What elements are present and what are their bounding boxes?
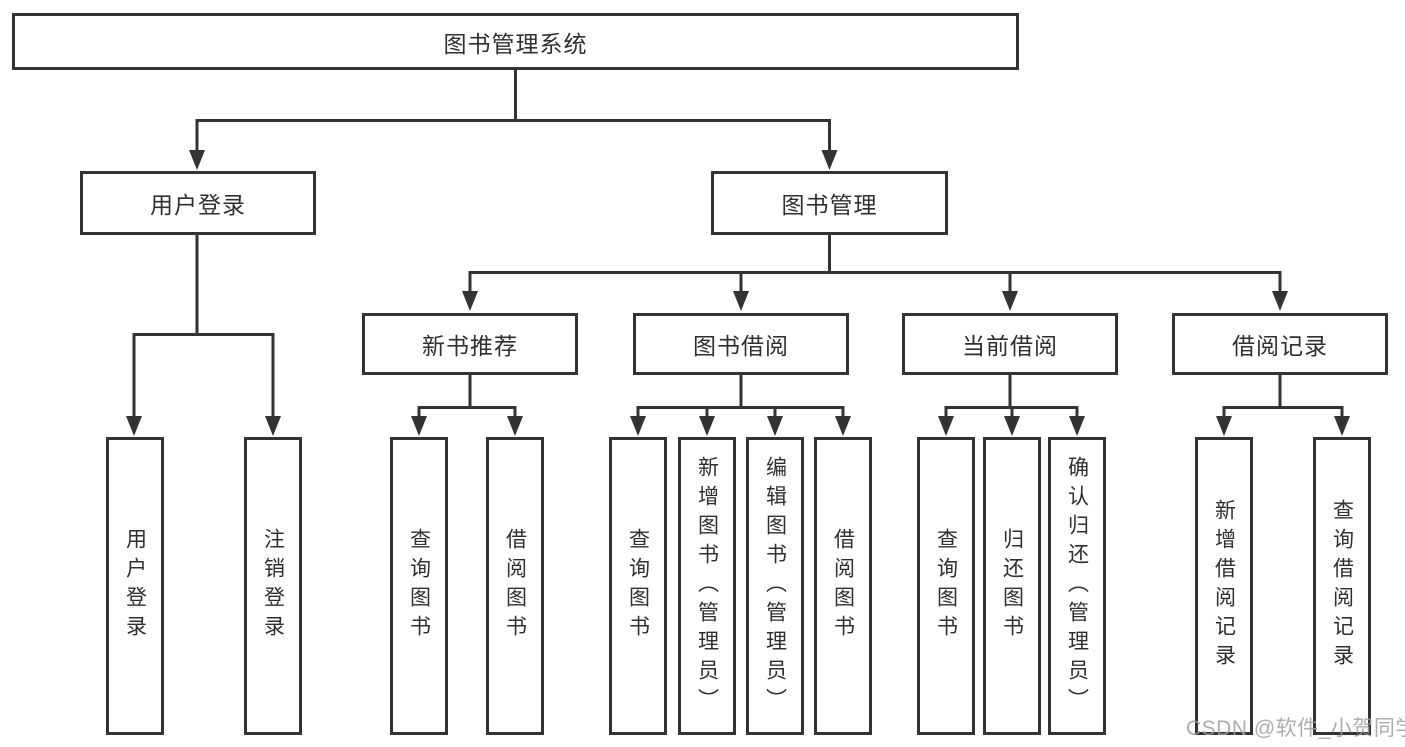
- node-user-login-label: 用户登录: [150, 192, 246, 218]
- node-book-management-label: 图书管理: [781, 192, 878, 218]
- leaf-add-book-admin-label: 新增图书（管理员）: [695, 455, 719, 717]
- node-user-login: 用户登录: [80, 171, 316, 235]
- leaf-borrow-books: 借阅图书: [814, 437, 872, 735]
- leaf-query-books-recommend: 查询图书: [390, 437, 448, 735]
- connector-current-borrow-to-leaves: [944, 375, 1079, 418]
- leaf-add-borrow-record-label: 新增借阅记录: [1212, 499, 1236, 673]
- leaf-query-books-borrow: 查询图书: [609, 437, 667, 735]
- node-root: 图书管理系统: [12, 13, 1019, 70]
- csdn-watermark: CSDN @软件_小贺同学: [1186, 717, 1405, 740]
- leaf-query-books-borrow-label: 查询图书: [626, 528, 650, 644]
- leaf-confirm-return-admin: 确认归还（管理员）: [1048, 437, 1106, 735]
- leaf-query-borrow-record-label: 查询借阅记录: [1330, 499, 1354, 673]
- leaf-query-books-current-label: 查询图书: [934, 528, 958, 644]
- leaf-edit-book-admin: 编辑图书（管理员）: [746, 437, 804, 735]
- leaf-logout-label: 注销登录: [261, 528, 285, 644]
- leaf-return-books: 归还图书: [983, 437, 1041, 735]
- leaf-borrow-books-label: 借阅图书: [831, 528, 855, 644]
- node-borrow-records-label: 借阅记录: [1232, 333, 1328, 359]
- node-new-book-recommend-label: 新书推荐: [422, 333, 518, 359]
- leaf-logout: 注销登录: [244, 437, 302, 735]
- leaf-query-books-recommend-label: 查询图书: [407, 528, 431, 644]
- node-book-borrow-label: 图书借阅: [693, 333, 789, 359]
- connector-book-borrow-to-leaves: [636, 375, 845, 418]
- node-root-label: 图书管理系统: [443, 30, 588, 57]
- leaf-borrow-books-recommend-label: 借阅图书: [503, 528, 527, 644]
- leaf-user-login: 用户登录: [106, 437, 164, 735]
- connector-borrow-records-to-leaves: [1222, 375, 1344, 418]
- node-borrow-records: 借阅记录: [1172, 313, 1388, 375]
- leaf-user-login-label: 用户登录: [123, 528, 147, 644]
- node-book-borrow: 图书借阅: [633, 313, 849, 375]
- leaf-borrow-books-recommend: 借阅图书: [486, 437, 544, 735]
- connector-root-to-level2: [195, 70, 831, 153]
- node-new-book-recommend: 新书推荐: [362, 313, 578, 375]
- connector-book-management-to-level3: [468, 235, 1282, 294]
- node-book-management: 图书管理: [711, 171, 948, 235]
- leaf-query-borrow-record: 查询借阅记录: [1313, 437, 1371, 735]
- leaf-confirm-return-admin-label: 确认归还（管理员）: [1065, 455, 1089, 717]
- node-current-borrow-label: 当前借阅: [962, 333, 1058, 359]
- leaf-return-books-label: 归还图书: [1000, 528, 1024, 644]
- leaf-add-borrow-record: 新增借阅记录: [1195, 437, 1253, 735]
- node-current-borrow: 当前借阅: [902, 313, 1118, 375]
- arrowhead-icons: [126, 150, 1350, 436]
- leaf-edit-book-admin-label: 编辑图书（管理员）: [763, 455, 787, 717]
- leaf-query-books-current: 查询图书: [917, 437, 975, 735]
- leaf-add-book-admin: 新增图书（管理员）: [678, 437, 736, 735]
- connector-new-book-recommend-to-leaves: [417, 375, 517, 418]
- connector-user-login-to-leaves: [132, 235, 275, 418]
